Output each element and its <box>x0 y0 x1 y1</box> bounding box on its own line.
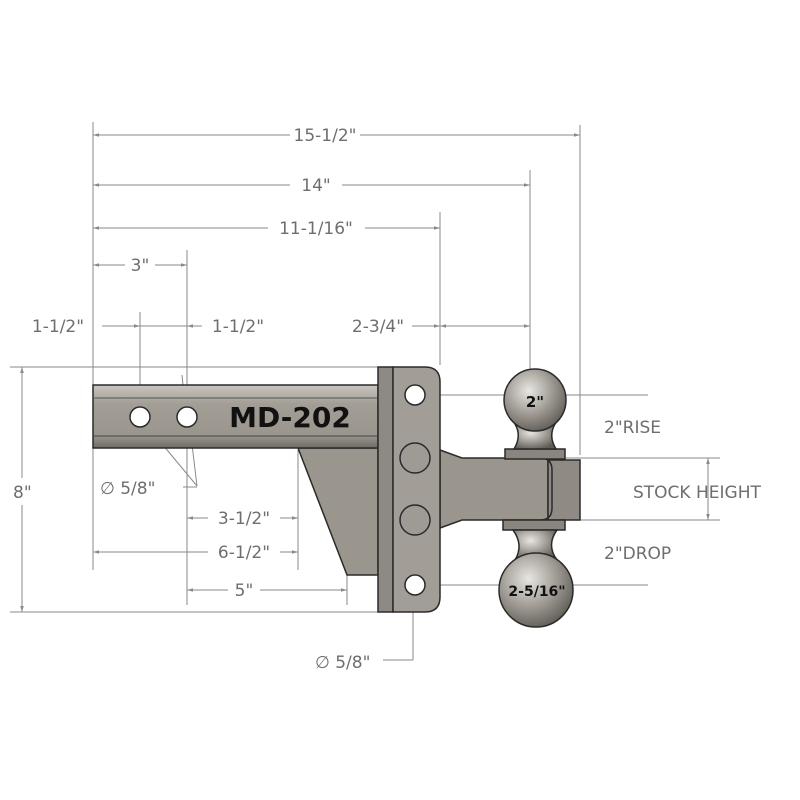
dim-label: ∅ 5/8" <box>100 479 155 499</box>
bottom-ball: 2-5/16" <box>498 519 574 628</box>
dim-hole-to-plate-bottom: 5" <box>187 581 347 601</box>
dim-to-ball-center: 14" <box>93 176 530 196</box>
dim-label: 3-1/2" <box>218 509 270 529</box>
plate-hole <box>404 384 426 406</box>
dim-plate-to-ball: 2-3/4" <box>352 317 530 337</box>
shank-hole <box>176 406 198 428</box>
stock-height-label: STOCK HEIGHT <box>633 483 761 503</box>
dim-label: ∅ 5/8" <box>315 653 370 673</box>
dim-label: 14" <box>301 176 330 196</box>
dim-total-height: 8" <box>13 367 32 612</box>
dim-to-pin-plate: 11-1/16" <box>93 219 440 239</box>
dim-label: 6-1/2" <box>218 543 270 563</box>
gusset <box>296 447 379 576</box>
top-ball-size: 2" <box>526 393 544 411</box>
top-ball: 2" <box>503 368 567 460</box>
pin-plate <box>377 366 441 613</box>
model-label: MD-202 <box>229 401 351 434</box>
dim-label: 15-1/2" <box>294 126 357 146</box>
drop-label: 2"DROP <box>604 544 671 564</box>
dim-label: 1-1/2" <box>32 317 84 337</box>
dim-rise-stock-drop: 2"RISE STOCK HEIGHT 2"DROP <box>604 418 761 564</box>
shank-hole <box>129 406 151 428</box>
receiver-tongue <box>439 448 581 530</box>
dim-label: 3" <box>131 256 150 276</box>
dim-label: 2-3/4" <box>352 317 404 337</box>
dim-label: 5" <box>235 581 254 601</box>
dim-end-to-gusset: 6-1/2" <box>93 543 298 563</box>
bottom-ball-size: 2-5/16" <box>508 584 565 600</box>
dim-overall-length: 15-1/2" <box>93 126 580 146</box>
plate-hole <box>399 504 431 536</box>
rise-label: 2"RISE <box>604 418 661 438</box>
dim-label: 8" <box>13 483 32 503</box>
dim-hole-offsets: 1-1/2" 1-1/2" <box>32 317 264 337</box>
hitch-shank: MD-202 <box>92 384 379 576</box>
dim-label: 11-1/16" <box>279 219 353 239</box>
dim-label: 1-1/2" <box>212 317 264 337</box>
dim-hole-to-gusset: 3-1/2" <box>187 509 298 529</box>
plate-hole <box>404 574 426 596</box>
dim-hole-spacing: 3" <box>93 256 187 276</box>
plate-hole <box>399 442 431 474</box>
